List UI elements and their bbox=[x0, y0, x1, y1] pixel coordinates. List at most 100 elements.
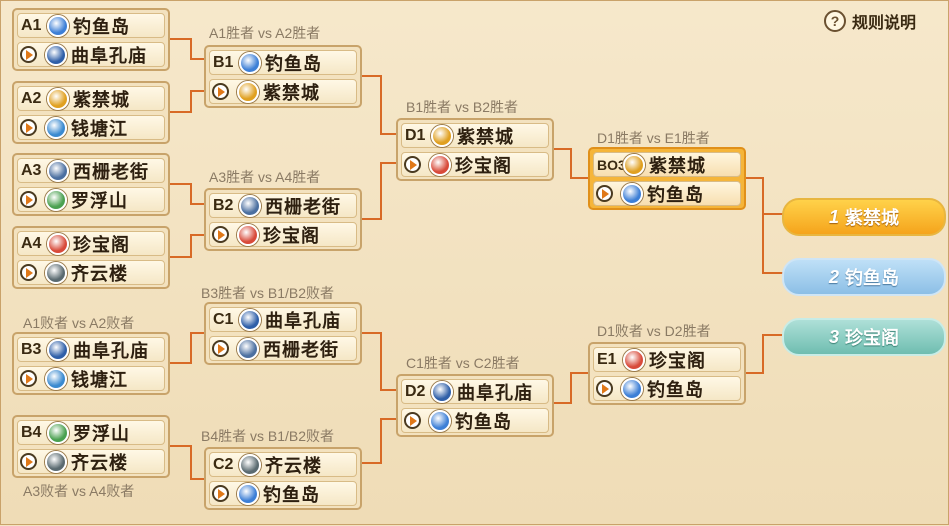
team-name: 罗浮山 bbox=[71, 190, 128, 211]
match-team-bottom: 珍宝阁 bbox=[209, 222, 357, 247]
connector-bo3-rank1 bbox=[745, 177, 783, 215]
connector-a3-b2 bbox=[169, 183, 205, 205]
match-code: D1 bbox=[405, 126, 426, 144]
play-replay-icon[interactable] bbox=[20, 119, 37, 136]
team-name: 紫禁城 bbox=[457, 126, 514, 147]
match-team-top: B1 钓鱼岛 bbox=[209, 50, 357, 75]
team-name: 西栅老街 bbox=[265, 196, 341, 217]
team-emblem-icon bbox=[237, 80, 259, 103]
team-emblem-icon bbox=[621, 182, 643, 205]
connector-b1-d1 bbox=[361, 75, 397, 135]
play-replay-icon[interactable] bbox=[20, 191, 37, 208]
connector-c2-d2 bbox=[361, 418, 397, 464]
match-team-bottom: 珍宝阁 bbox=[401, 152, 549, 177]
play-replay-icon[interactable] bbox=[212, 226, 229, 243]
label-d2: C1胜者 vs C2胜者 bbox=[406, 355, 520, 371]
team-emblem-icon bbox=[45, 116, 67, 139]
team-name: 珍宝阁 bbox=[73, 234, 130, 255]
team-emblem-icon bbox=[45, 261, 67, 284]
connector-a2-b1 bbox=[169, 90, 205, 113]
match-code: B3 bbox=[21, 340, 42, 358]
team-name: 钓鱼岛 bbox=[647, 379, 704, 400]
match-team-top: C1 曲阜孔庙 bbox=[209, 307, 357, 332]
play-replay-icon[interactable] bbox=[404, 412, 421, 429]
question-icon: ? bbox=[824, 10, 846, 32]
team-name: 紫禁城 bbox=[263, 82, 320, 103]
label-c2: B4胜者 vs B1/B2败者 bbox=[201, 428, 335, 444]
team-emblem-icon bbox=[431, 380, 453, 403]
team-name: 紫禁城 bbox=[73, 89, 130, 110]
label-bo3: D1胜者 vs E1胜者 bbox=[597, 130, 710, 146]
play-replay-icon[interactable] bbox=[212, 485, 229, 502]
match-team-bottom: 齐云楼 bbox=[17, 449, 165, 474]
match-team-bottom: 齐云楼 bbox=[17, 260, 165, 285]
play-replay-icon[interactable] bbox=[596, 185, 613, 202]
label-b2: A3胜者 vs A4胜者 bbox=[209, 169, 321, 185]
team-emblem-icon bbox=[47, 14, 69, 37]
match-team-bottom: 西栅老街 bbox=[209, 336, 357, 361]
team-name: 钓鱼岛 bbox=[73, 16, 130, 37]
match-code: C1 bbox=[213, 310, 234, 328]
play-replay-icon[interactable] bbox=[596, 380, 613, 397]
match-code: B1 bbox=[213, 53, 234, 71]
team-emblem-icon bbox=[431, 124, 453, 147]
team-name: 钓鱼岛 bbox=[647, 184, 704, 205]
match-code: D2 bbox=[405, 382, 426, 400]
team-name: 钱塘江 bbox=[71, 118, 128, 139]
match-card-d1: D1 紫禁城珍宝阁 bbox=[396, 118, 554, 181]
play-replay-icon[interactable] bbox=[20, 46, 37, 63]
ranking-second: 2 钓鱼岛 bbox=[782, 258, 946, 296]
match-code: C2 bbox=[213, 455, 234, 473]
ranking-first: 1 紫禁城 bbox=[782, 198, 946, 236]
play-replay-icon[interactable] bbox=[404, 156, 421, 173]
match-team-bottom: 曲阜孔庙 bbox=[17, 42, 165, 67]
label-e1: D1败者 vs D2胜者 bbox=[597, 323, 711, 339]
ranking-third: 3 珍宝阁 bbox=[782, 318, 946, 356]
connector-a1-b1 bbox=[169, 38, 205, 60]
match-code: A3 bbox=[21, 161, 42, 179]
match-card-b1: B1 钓鱼岛紫禁城 bbox=[204, 45, 362, 108]
label-b3: A1败者 vs A2败者 bbox=[23, 315, 135, 331]
team-emblem-icon bbox=[45, 188, 67, 211]
rules-button[interactable]: ? 规则说明 bbox=[824, 9, 916, 33]
team-emblem-icon bbox=[45, 367, 67, 390]
team-name: 西栅老街 bbox=[263, 339, 339, 360]
play-replay-icon[interactable] bbox=[212, 340, 229, 357]
match-team-bottom: 钱塘江 bbox=[17, 115, 165, 140]
match-team-bottom: 罗浮山 bbox=[17, 187, 165, 212]
team-emblem-icon bbox=[623, 153, 645, 176]
match-code: BO3 bbox=[597, 156, 626, 173]
match-team-bottom: 紫禁城 bbox=[209, 79, 357, 104]
rank-number: 1 bbox=[828, 206, 839, 227]
team-name: 钓鱼岛 bbox=[263, 484, 320, 505]
team-name: 齐云楼 bbox=[71, 452, 128, 473]
team-emblem-icon bbox=[623, 348, 645, 371]
play-replay-icon[interactable] bbox=[20, 370, 37, 387]
match-team-bottom: 钓鱼岛 bbox=[593, 181, 741, 206]
team-name: 钓鱼岛 bbox=[265, 53, 322, 74]
connector-b2-d1 bbox=[361, 162, 397, 220]
match-team-bottom: 钓鱼岛 bbox=[209, 481, 357, 506]
team-name: 曲阜孔庙 bbox=[265, 310, 341, 331]
connector-c1-d2 bbox=[361, 332, 397, 391]
play-replay-icon[interactable] bbox=[20, 264, 37, 281]
rules-label: 规则说明 bbox=[852, 15, 917, 32]
play-replay-icon[interactable] bbox=[20, 453, 37, 470]
team-emblem-icon bbox=[47, 87, 69, 110]
label-b4: A3败者 vs A4败者 bbox=[23, 483, 135, 499]
connector-d2-e1 bbox=[553, 372, 589, 404]
play-replay-icon[interactable] bbox=[212, 83, 229, 100]
match-team-bottom: 钓鱼岛 bbox=[593, 376, 741, 401]
